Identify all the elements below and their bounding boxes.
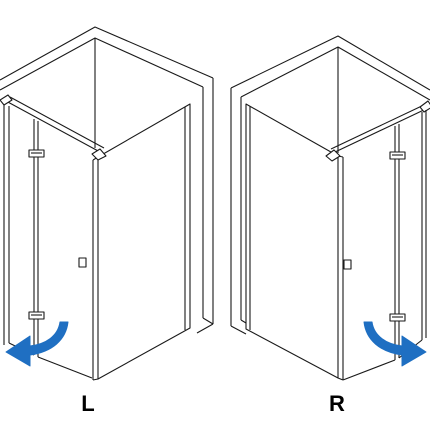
right-hinge-top xyxy=(389,151,406,160)
left-wall-corner xyxy=(0,26,214,334)
left-shower-enclosure xyxy=(0,26,214,381)
right-fixed-side-panel xyxy=(245,103,344,381)
curved-arrow-right-icon xyxy=(363,321,427,367)
right-variant-label: R xyxy=(329,391,345,416)
curved-arrow-left-icon xyxy=(5,321,69,367)
left-hinged-door xyxy=(3,105,93,379)
right-shower-enclosure xyxy=(230,35,430,381)
left-top-rail xyxy=(0,94,107,161)
left-door-handle xyxy=(78,257,87,268)
left-variant-label: L xyxy=(81,391,94,416)
right-hinged-door xyxy=(342,110,427,381)
left-hinge-top xyxy=(28,149,45,158)
left-fixed-side-panel xyxy=(92,103,191,381)
right-top-rail xyxy=(325,100,430,162)
right-hinge-bottom xyxy=(389,313,406,322)
right-door-handle xyxy=(343,259,352,270)
left-hinge-bottom xyxy=(28,311,45,320)
right-wall-corner xyxy=(230,35,430,335)
